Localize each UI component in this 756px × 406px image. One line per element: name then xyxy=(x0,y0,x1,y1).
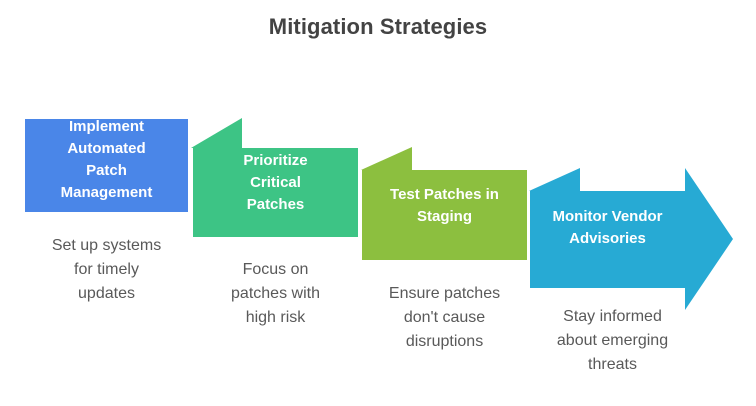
step-4-shape[interactable] xyxy=(530,168,733,310)
step-3-caption: Ensure patches don't cause disruptions xyxy=(388,285,501,350)
step-3-label: Test Patches in Staging xyxy=(390,186,499,225)
step-4-label: Monitor Vendor Advisories xyxy=(552,208,663,247)
step-1-shape[interactable] xyxy=(25,119,188,212)
step-1-label: Implement Automated Patch Management xyxy=(60,118,153,201)
step-2-shape[interactable] xyxy=(193,148,358,237)
step-1-caption: Set up systems for timely updates xyxy=(51,237,162,302)
step-2-label: Prioritize Critical Patches xyxy=(243,152,308,213)
step-2-fold-tab xyxy=(191,118,242,148)
step-2-caption: Focus on patches with high risk xyxy=(231,261,320,326)
step-4-caption: Stay informed about emerging threats xyxy=(556,308,669,373)
page-title: Mitigation Strategies xyxy=(268,14,488,39)
step-3-shape[interactable] xyxy=(362,170,527,260)
step-4-fold-tab xyxy=(529,168,580,191)
step-3-fold-tab xyxy=(361,147,412,170)
